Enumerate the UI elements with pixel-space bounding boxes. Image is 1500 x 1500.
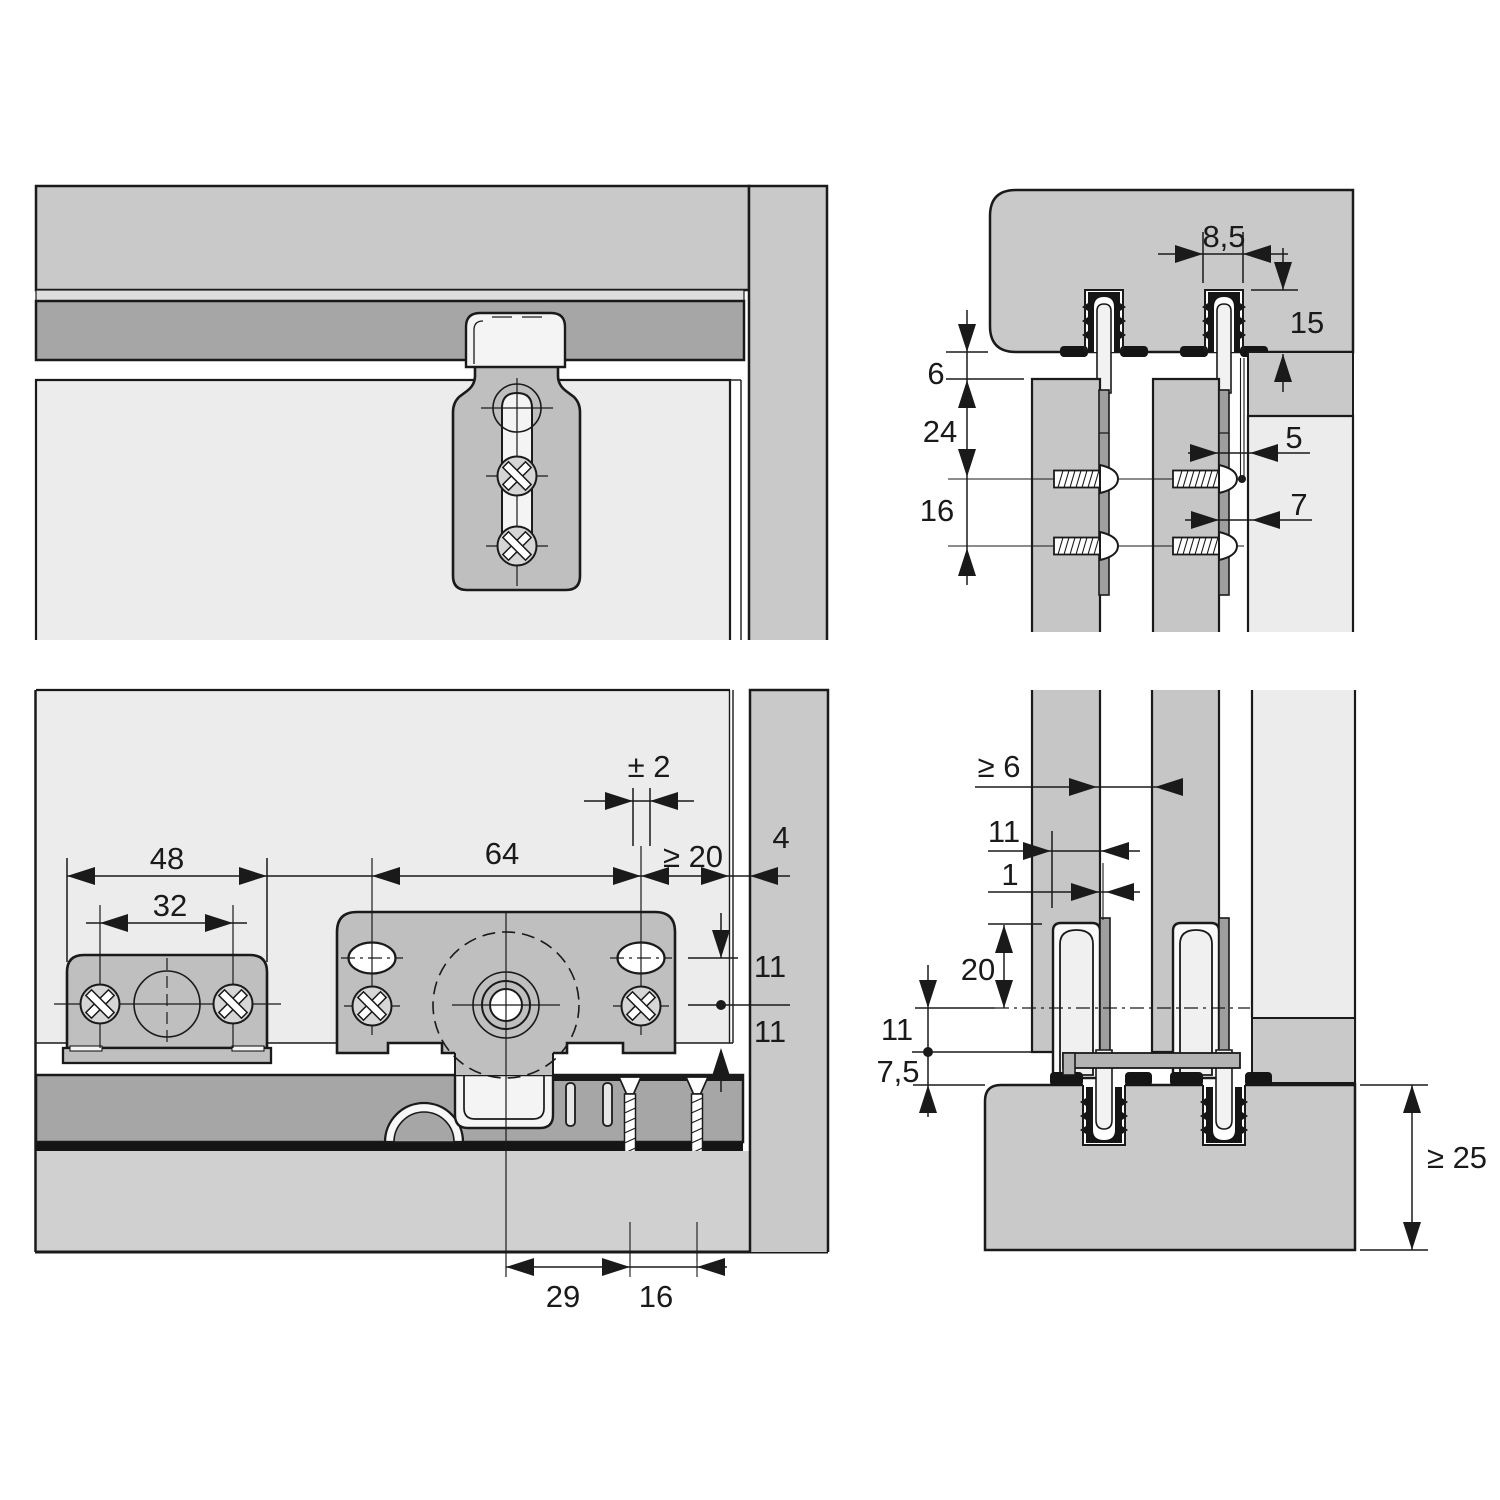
dim-label-adjust: ± 2: [628, 749, 671, 784]
dimension-arrows: [1175, 245, 1271, 263]
top-rail: [34, 299, 746, 362]
pozidriv-screw: [496, 525, 538, 567]
pozidriv-screw: [496, 455, 538, 497]
dim-label-depth: 20: [961, 952, 995, 987]
dim-label-outer: 48: [150, 841, 184, 876]
dimension-row-horizontal: 48 64 ≥ 20 4: [66, 820, 790, 962]
roller-left: [1059, 929, 1094, 1076]
bracket-strap-right: [1218, 917, 1230, 1069]
dimension-arrows: [605, 792, 678, 810]
pozidriv-screw: [212, 983, 254, 1025]
dim-label-roller-holes: 64: [485, 836, 519, 871]
pozidriv-screw: [79, 983, 121, 1025]
angle-connector: [1062, 1052, 1241, 1069]
dimension-arrows: [506, 1258, 725, 1276]
dimension-arrows: [1071, 883, 1134, 901]
dimension-depth: 20: [961, 923, 1042, 1008]
dimension-8-5: 8,5: [1158, 219, 1288, 283]
dim-label-clear: 7,5: [876, 1054, 919, 1089]
dim-label-screw1: 24: [923, 414, 957, 449]
dimension-32: 32: [86, 888, 247, 932]
dimension-axis: 11 7,5: [876, 965, 1053, 1117]
door-edge-lines: [728, 690, 734, 1043]
dimension-gap: ≥ 6: [975, 749, 1183, 796]
door-section-right: [1153, 379, 1219, 632]
roller-recess: [453, 1073, 555, 1130]
dim-label-clear2: 7: [1290, 487, 1307, 522]
side-panel-edge-section: [1247, 351, 1354, 417]
dimension-arrows: [1191, 511, 1280, 529]
dimension-bottom: 29 16: [506, 1222, 727, 1314]
track-strip: [36, 1142, 743, 1151]
door-section-left: [1032, 379, 1100, 632]
dim-label-holes: 32: [153, 888, 187, 923]
dimension-arrow: [712, 930, 730, 958]
dimension-arrows: [995, 925, 1013, 1008]
dimension-arrows: [67, 867, 778, 885]
dimension-5: 5: [1188, 420, 1310, 462]
bottom-board: [36, 1151, 749, 1252]
dimension-door: 11: [988, 814, 1140, 908]
dimension-arrow: [712, 1048, 730, 1076]
top-panel-section: [988, 188, 1355, 354]
rail-slot: [602, 1082, 613, 1127]
dimension-arrows: [1069, 778, 1183, 796]
view-bottom-roller: 48 64 ≥ 20 4 32 ± 2 11 11: [34, 688, 830, 1314]
dimension-arrows: [1023, 842, 1129, 860]
side-panel-face: [1252, 690, 1355, 1018]
guide-bracket-plate: [61, 1046, 273, 1065]
sliding-door-panel: [36, 380, 730, 640]
dimension-arrows: [919, 980, 937, 1113]
dim-label-screw2: 16: [639, 1279, 673, 1314]
dimension-arrows: [100, 914, 233, 932]
rail-mount-strip: [35, 289, 745, 302]
dimension-7: 7: [1185, 487, 1312, 529]
dimension-adjust: ± 2: [584, 749, 694, 846]
dimension-6-24-16: 6 24 16: [920, 310, 1024, 585]
dim-label-slot-width: 8,5: [1202, 219, 1245, 254]
rail-slot: [565, 1082, 576, 1127]
dim-label-clear1: 5: [1285, 420, 1302, 455]
dim-label-v1: 11: [754, 949, 786, 984]
dimension-arrows: [1190, 444, 1278, 462]
dim-label-v2: 11: [754, 1014, 786, 1049]
suspension-hook-cap: [464, 311, 567, 369]
pozidriv-screw: [620, 985, 662, 1027]
panel-front-edge-line: [1239, 358, 1245, 477]
dim-label-axis: 11: [881, 1012, 913, 1047]
frame-side-panel: [749, 186, 827, 640]
pozidriv-screw: [351, 985, 393, 1027]
dim-label-screw1: 29: [546, 1279, 580, 1314]
dim-label-door: 11: [988, 814, 1020, 849]
view-top-section: 8,5 15 6 24 16 5 7: [920, 188, 1355, 632]
side-panel-edge-section: [1251, 1017, 1356, 1084]
dimension-15: 15: [1251, 248, 1324, 392]
frame-side-panel: [750, 690, 828, 1252]
dimension-arrows: [958, 324, 976, 576]
dimension-strap: 1: [988, 857, 1140, 920]
dimension-right-vertical: 11 11: [688, 913, 790, 1092]
view-top-guide-front: [34, 184, 829, 640]
bracket-strap-left: [1099, 917, 1111, 1069]
dim-label-panel: ≥ 25: [1427, 1140, 1487, 1175]
dim-label-gap: ≥ 6: [978, 749, 1021, 784]
view-bottom-section: ≥ 6 11 1 20 11 7,5: [876, 690, 1487, 1252]
dim-label-screw2: 16: [920, 493, 954, 528]
dim-label-strap: 1: [1001, 857, 1018, 892]
roller-right: [1179, 929, 1213, 1076]
bottom-panel: [985, 1085, 1355, 1250]
dimension-panel-thickness: ≥ 25: [1360, 1084, 1487, 1251]
dim-label-edge: ≥ 20: [663, 839, 723, 874]
cabinet-top-panel: [34, 184, 751, 292]
dim-label-reveal: 4: [772, 820, 789, 855]
dim-label-gap: 6: [927, 356, 944, 391]
dim-label-slot-depth: 15: [1290, 305, 1324, 340]
